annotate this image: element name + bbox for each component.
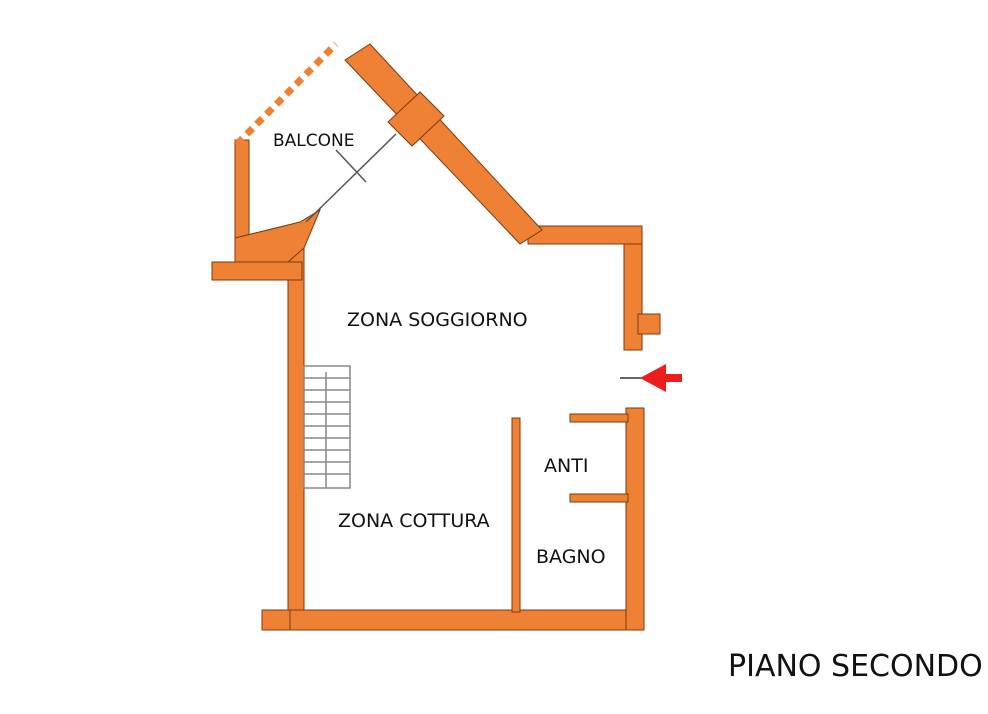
wall-left-upper xyxy=(234,208,322,263)
wall-bottom-stub xyxy=(261,609,291,631)
room-label-balcone: BALCONE xyxy=(273,131,355,151)
wall-anti-bottom xyxy=(569,493,629,503)
wall-anti-top xyxy=(569,413,629,423)
balcony-railing xyxy=(234,41,339,147)
wall-left-pier xyxy=(211,261,303,281)
balcony-door xyxy=(305,133,397,223)
entrance-arrow-icon xyxy=(640,364,682,392)
room-label-bagno: BAGNO xyxy=(536,546,606,568)
room-label-soggiorno: ZONA SOGGIORNO xyxy=(347,309,528,331)
wall-diagonal xyxy=(344,43,543,245)
wall-balcony-left xyxy=(234,139,250,249)
wall-right-lower xyxy=(625,407,645,631)
room-label-cottura: ZONA COTTURA xyxy=(338,510,490,532)
staircase-icon xyxy=(303,365,351,489)
wall-right-pier xyxy=(637,313,661,335)
wall-left xyxy=(287,227,305,631)
walls xyxy=(211,43,661,631)
wall-top-right xyxy=(527,225,643,245)
wall-bottom xyxy=(261,609,645,631)
room-label-anti: ANTI xyxy=(544,455,589,477)
wall-column xyxy=(387,91,445,147)
floor-title: PIANO SECONDO xyxy=(728,649,983,684)
wall-partition-vertical xyxy=(511,417,521,613)
